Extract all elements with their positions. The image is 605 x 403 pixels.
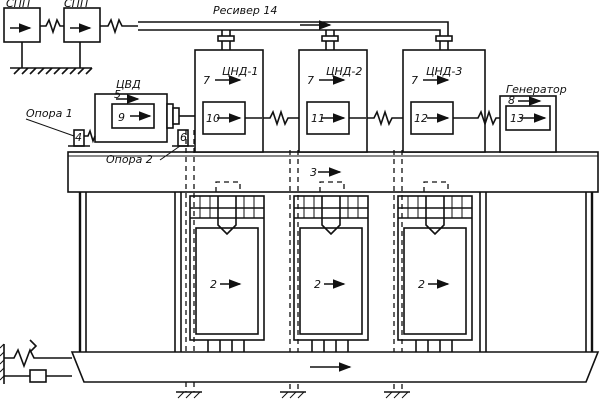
receiver-pipe [138, 20, 453, 50]
ground-hatch-1 [176, 391, 202, 399]
coupling-spring-2 [367, 109, 403, 127]
cnd2-casing [298, 49, 368, 153]
cnd2-number-11: 11 [311, 112, 325, 125]
support-2 [172, 129, 194, 147]
cnd3-number-7: 7 [411, 74, 418, 87]
spp-right-label: СПП [64, 0, 88, 10]
condenser-3 [397, 181, 473, 356]
deck-number: 3 [310, 166, 317, 179]
cvd-number-9: 9 [118, 111, 125, 124]
coupling-spring-1 [263, 109, 299, 127]
generator-number-8: 8 [508, 94, 515, 107]
cnd3-number-12: 12 [414, 112, 428, 125]
spp-left-label: СПП [6, 0, 30, 10]
condenser-2-number: 2 [314, 278, 321, 291]
support-2-label: Опора 2 [106, 153, 153, 166]
cnd1-casing [194, 49, 264, 153]
support-1 [68, 128, 96, 147]
cnd2-number-7: 7 [307, 74, 314, 87]
ground-hatch-2 [280, 391, 306, 399]
coupling-spring-3 [470, 109, 506, 127]
condenser-2 [293, 181, 369, 356]
cvd-label: ЦВД [116, 78, 141, 91]
foundation-deck [67, 151, 599, 193]
condenser-1-number: 2 [210, 278, 217, 291]
cnd3-label: ЦНД-3 [426, 65, 462, 78]
generator-label: Генератор [506, 83, 567, 96]
cvd-number-5: 5 [114, 88, 121, 101]
ground-hatch-3 [384, 391, 410, 399]
support-1-number: 4 [75, 131, 82, 144]
generator [499, 95, 557, 153]
receiver-label: Ресивер 14 [213, 4, 277, 17]
support-1-label: Опора 1 [26, 107, 73, 120]
cnd1-number-10: 10 [206, 112, 220, 125]
ground-hatch-spp [10, 67, 93, 75]
spring-spp-receiver [100, 17, 138, 35]
cnd1-label: ЦНД-1 [222, 65, 258, 78]
left-spring-damper [0, 339, 72, 384]
support-2-number: 6 [180, 131, 187, 144]
condenser-3-number: 2 [418, 278, 425, 291]
cnd3-casing [402, 49, 486, 153]
spring-spp-link [40, 17, 64, 35]
base-slab [70, 351, 600, 383]
cnd2-label: ЦНД-2 [326, 65, 362, 78]
spp-block-left [3, 7, 41, 68]
cnd1-number-7: 7 [203, 74, 210, 87]
foundation-frame [78, 192, 594, 352]
cvd-casing [94, 93, 195, 143]
condenser-1 [189, 181, 265, 356]
spp-block-right [63, 7, 101, 68]
generator-number-13: 13 [510, 112, 524, 125]
